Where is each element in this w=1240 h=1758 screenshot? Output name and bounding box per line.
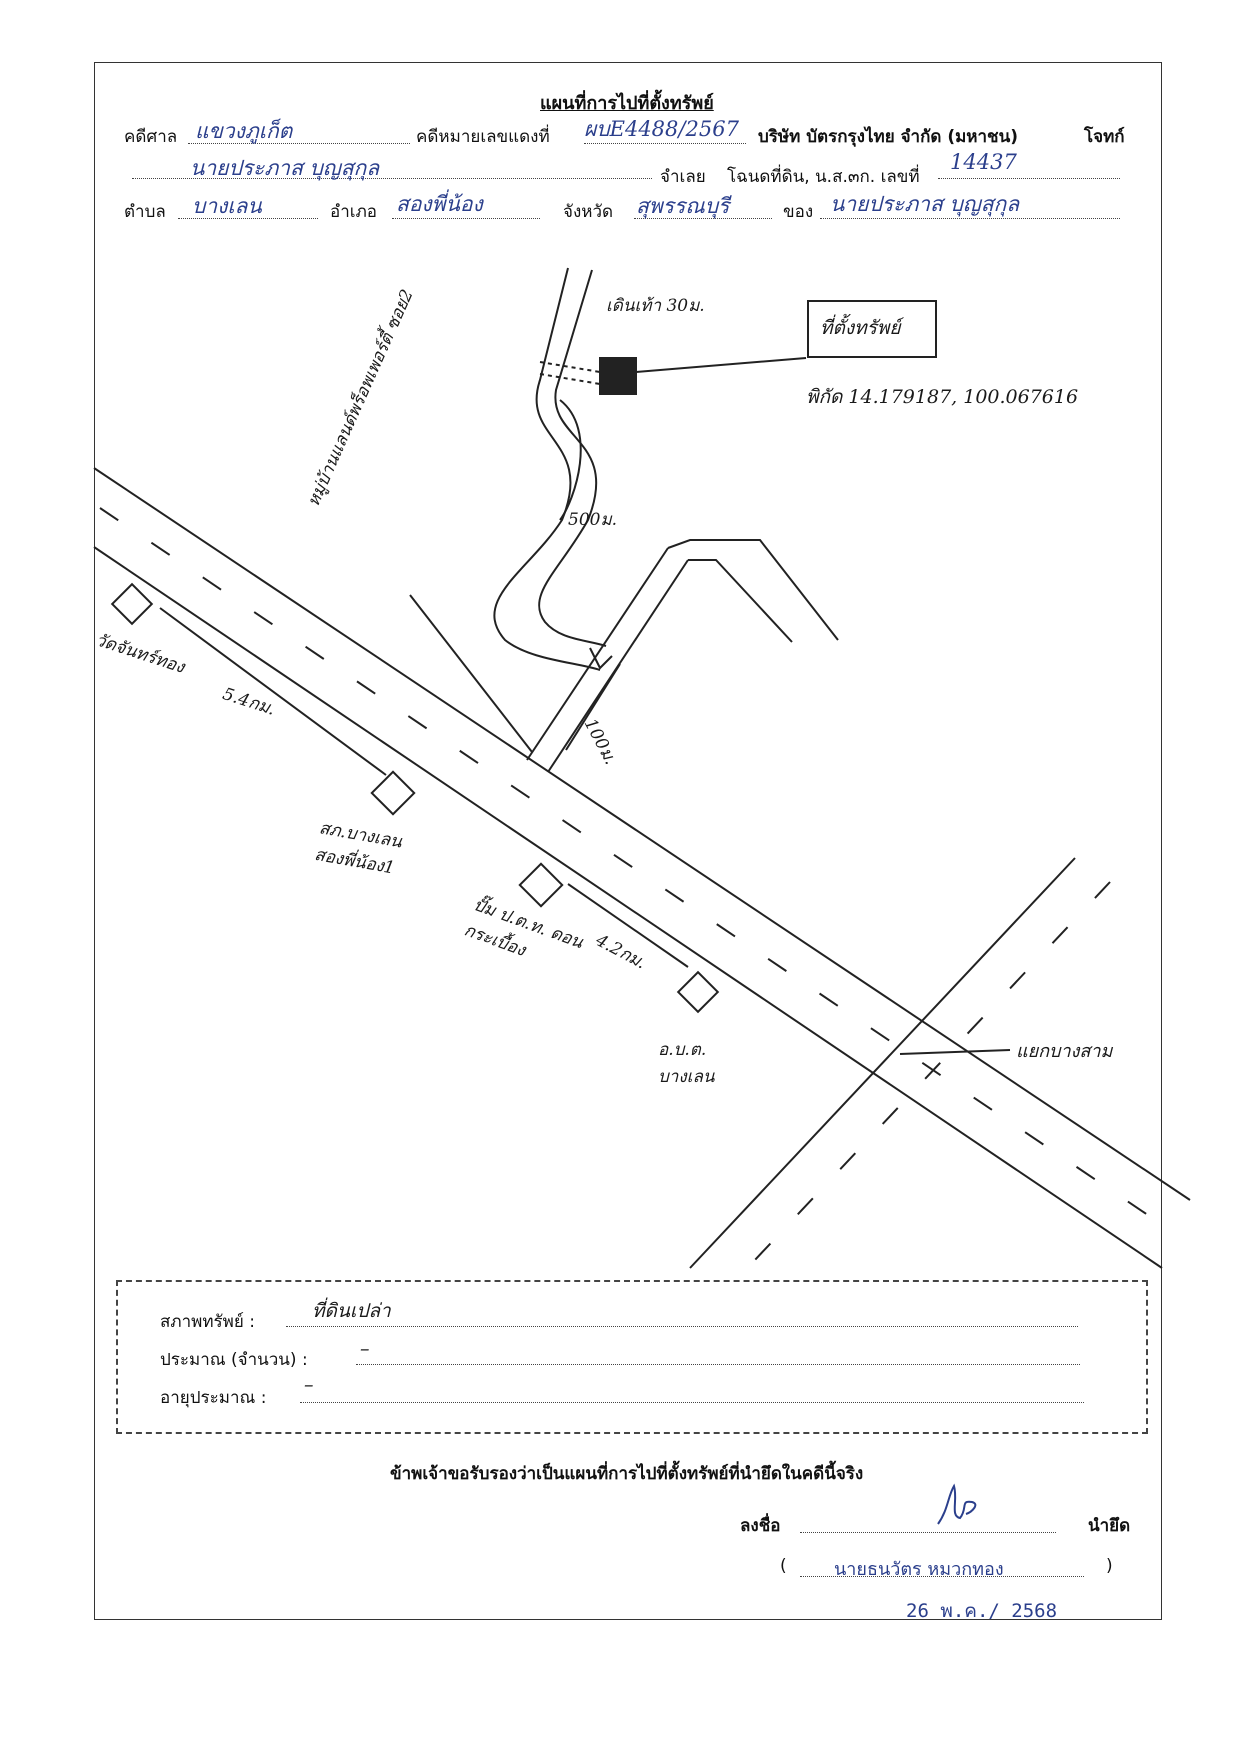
- district-value: สองพี่น้อง: [396, 192, 483, 216]
- sign-role: นำยึด: [1088, 1516, 1131, 1536]
- condition-label: สภาพทรัพย์ :: [160, 1312, 255, 1332]
- highway-edge-bottom: [93, 546, 1163, 1269]
- distance-500m: 500ม.: [568, 510, 618, 530]
- cross-road-edge-right: [689, 857, 1076, 1269]
- court-label: คดีศาล: [124, 127, 178, 147]
- date-stamp: 26 พ.ค./ 2568: [906, 1600, 1058, 1622]
- document-frame: [94, 62, 1162, 1620]
- paren-close: ): [1106, 1556, 1113, 1576]
- subdistrict-value: บางเลน: [192, 194, 262, 218]
- certification-text: ข้าพเจ้าขอรับรองว่าเป็นแผนที่การไปที่ตั้…: [390, 1464, 864, 1484]
- walk-note: เดินเท้า 30ม.: [606, 296, 705, 316]
- province-value: สุพรรณบุรี: [636, 194, 730, 218]
- side-road-left: [526, 547, 669, 761]
- plaintiff-label: โจทก์: [1084, 127, 1125, 147]
- asset-condition-box: [116, 1280, 1148, 1434]
- paren-open: (: [780, 1556, 787, 1576]
- temple-marker: [110, 582, 154, 626]
- side-road-top-edge: [667, 539, 839, 641]
- subdistrict-label: ตำบล: [124, 202, 166, 222]
- school-label: อ.บ.ต. บางเลน: [658, 1040, 715, 1087]
- defendant-value: นายประภาส บุญสุกุล: [190, 156, 380, 180]
- school-marker: [676, 970, 720, 1014]
- property-box-label: ที่ตั้งทรัพย์: [820, 317, 901, 339]
- case-no-value: ผบE4488/2567: [584, 117, 739, 141]
- deed-label: โฉนดที่ดิน, น.ส.๓ก. เลขที่: [727, 167, 920, 187]
- province-label: จังหวัด: [563, 202, 614, 222]
- cross-road-centerline: [737, 881, 1111, 1279]
- sign-label: ลงชื่อ: [740, 1516, 781, 1536]
- highway-edge-top: [93, 467, 1191, 1201]
- condition-value: ที่ดินเปล่า: [312, 1300, 391, 1322]
- quantity-label: ประมาณ (จำนวน) :: [160, 1350, 308, 1370]
- district-label: อำเภอ: [330, 202, 377, 222]
- deed-value: 14437: [950, 150, 1017, 174]
- coordinates-label: พิกัด 14.179187, 100.067616: [806, 386, 1079, 408]
- page-title: แผนที่การไปที่ตั้งทรัพย์: [540, 93, 714, 114]
- ptt-marker: [518, 862, 564, 908]
- police-marker: [370, 770, 416, 816]
- court-value: แขวงภูเก็ต: [195, 119, 293, 143]
- property-marker: [599, 357, 637, 395]
- age-value: –: [304, 1374, 314, 1396]
- owner-value: นายประภาส บุญสุกุล: [830, 192, 1020, 216]
- quantity-value: –: [360, 1338, 370, 1360]
- age-label: อายุประมาณ :: [160, 1388, 267, 1408]
- owner-label: ของ: [783, 202, 814, 222]
- signer-name: นายธนวัตร หมวกทอง: [834, 1559, 1004, 1580]
- plaintiff-name: บริษัท บัตรกรุงไทย จำกัด (มหาชน): [758, 127, 1018, 147]
- case-no-label: คดีหมายเลขแดงที่: [416, 127, 550, 147]
- defendant-label: จำเลย: [660, 167, 706, 187]
- winding-lane-left: [493, 267, 601, 671]
- junction-label: แยกบางสาม: [1016, 1041, 1113, 1062]
